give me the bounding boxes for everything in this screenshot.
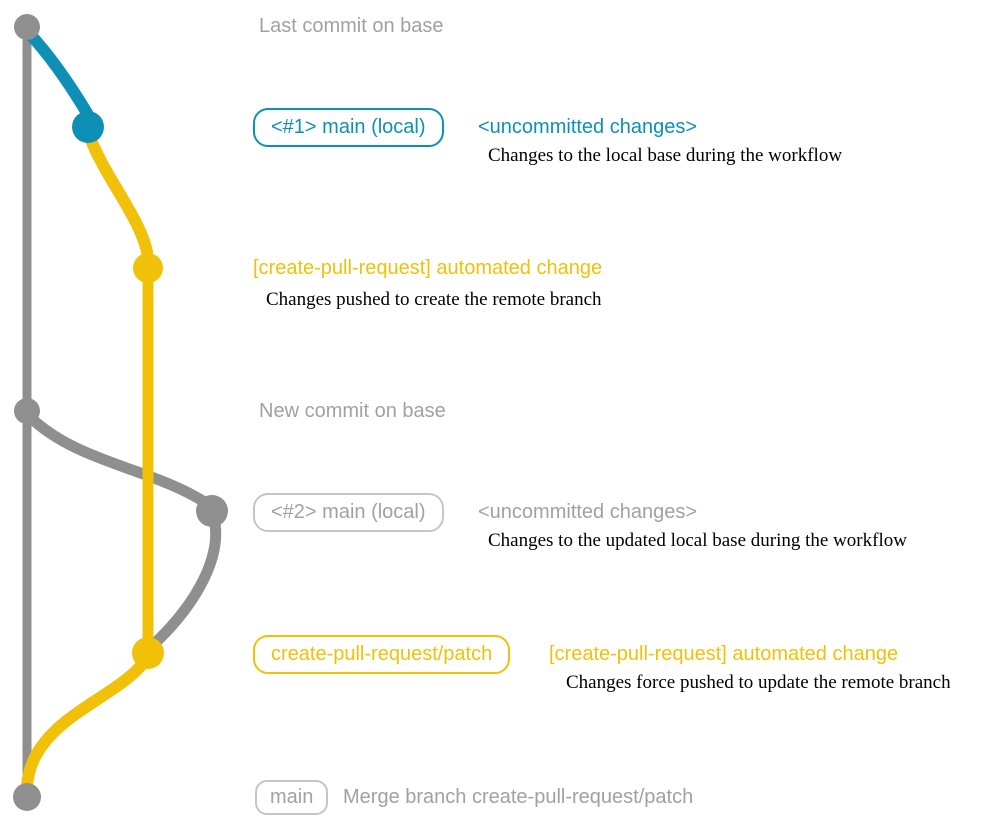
commit-node-merge	[13, 783, 41, 811]
main-local-branch-2-path-in	[148, 512, 222, 650]
commit-desc-automated-1: Changes pushed to create the remote bran…	[266, 289, 602, 310]
branch-badge-main-local-2: <#2> main (local)	[253, 493, 444, 532]
main-local-branch-1-path	[23, 27, 93, 119]
branch-badge-main-local-1: <#1> main (local)	[253, 108, 444, 147]
commit-message-merge: Merge branch create-pull-request/patch	[343, 786, 694, 808]
commit-desc-automated-2: Changes force pushed to update the remot…	[566, 672, 951, 693]
label-new-commit-on-base: New commit on base	[259, 400, 446, 422]
commit-node-automated-2	[132, 637, 164, 669]
commit-message-uncommitted-1: <uncommitted changes>	[478, 116, 698, 138]
label-last-commit-on-base: Last commit on base	[259, 15, 444, 37]
commit-desc-uncommitted-1: Changes to the local base during the wor…	[488, 145, 843, 166]
main-local-branch-2-path-out	[24, 411, 212, 509]
commit-node-new-base	[14, 398, 40, 424]
commit-node-uncommitted-2	[196, 495, 228, 527]
commit-message-automated-2: [create-pull-request] automated change	[549, 643, 899, 665]
branch-badge-patch: create-pull-request/patch	[253, 635, 511, 674]
commit-node-automated-1	[133, 253, 163, 283]
commit-node-uncommitted-1	[72, 111, 104, 143]
patch-branch-path-out	[85, 134, 153, 258]
commit-message-uncommitted-2: <uncommitted changes>	[478, 501, 698, 523]
branch-badge-main: main	[255, 780, 329, 815]
patch-branch-merge-path	[21, 656, 150, 792]
commit-desc-uncommitted-2: Changes to the updated local base during…	[488, 530, 907, 551]
commit-node-last-base	[14, 14, 40, 40]
commit-message-automated-1: [create-pull-request] automated change	[253, 257, 603, 279]
